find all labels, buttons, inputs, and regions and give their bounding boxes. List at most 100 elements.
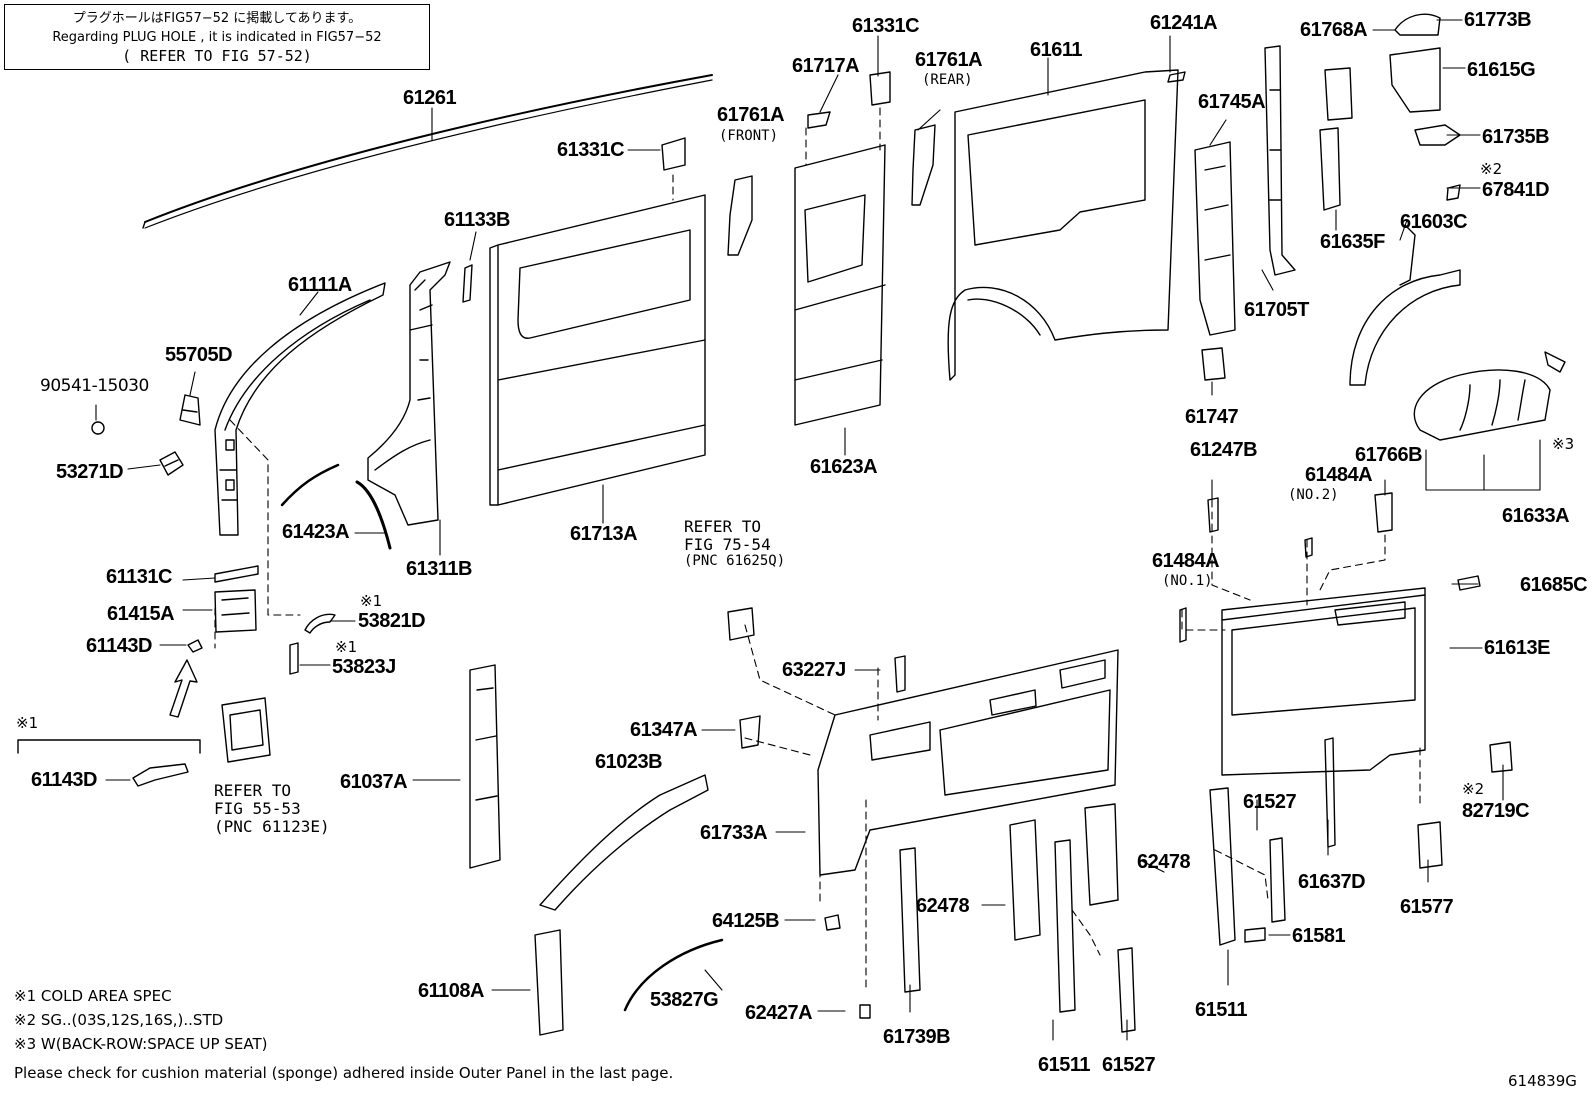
refer-fig-55-53[interactable]: REFER TO FIG 55-53 (PNC 61123E) (214, 782, 330, 836)
part-53823J (289, 642, 299, 675)
part-label-61331C-left[interactable]: 61331C (557, 139, 625, 161)
part-label-61133B[interactable]: 61133B (444, 209, 510, 231)
part-label-61637D[interactable]: 61637D (1298, 871, 1366, 893)
part-label-61143D-a[interactable]: 61143D (86, 635, 152, 657)
notice-line-3[interactable]: ( REFER TO FIG 57-52) (122, 47, 312, 65)
part-61637D (1324, 737, 1336, 848)
part-label-53827G[interactable]: 53827G (650, 989, 719, 1011)
part-label-62427A[interactable]: 62427A (745, 1002, 813, 1024)
part-label-61484A-no2[interactable]: 61484A (1305, 464, 1373, 486)
part-61131C (214, 565, 259, 583)
part-label-61633A[interactable]: 61633A (1502, 505, 1570, 527)
hinge-53271D (159, 451, 184, 476)
part-label-61415A[interactable]: 61415A (107, 603, 175, 625)
part-62478-right (1084, 803, 1119, 906)
dashed-leader-lines (214, 107, 1421, 991)
part-label-61713A[interactable]: 61713A (570, 523, 638, 545)
part-label-61347A[interactable]: 61347A (630, 719, 698, 741)
part-label-61143D-b[interactable]: 61143D (31, 769, 97, 791)
part-label-53271D[interactable]: 53271D (56, 461, 124, 483)
part-label-53823J[interactable]: 53823J (332, 656, 396, 678)
part-label-55705D[interactable]: 55705D (165, 344, 233, 366)
part-label-61023B[interactable]: 61023B (595, 751, 663, 773)
part-label-61511-right[interactable]: 61511 (1195, 999, 1248, 1021)
part-label-53821D[interactable]: 53821D (358, 610, 426, 632)
leader-lines (95, 19, 1541, 1041)
front-note: (FRONT) (719, 128, 779, 144)
part-label-61705T[interactable]: 61705T (1244, 299, 1309, 321)
part-label-62478-right[interactable]: 62478 (1137, 851, 1191, 873)
panel-61311B (367, 261, 451, 526)
refer-fig-75-54[interactable]: REFER TO FIG 75-54 (PNC 61625Q) (684, 518, 785, 569)
part-61241A (1167, 71, 1186, 83)
wheelhouse-61603C (1349, 224, 1461, 386)
part-label-61761A-front[interactable]: 61761A (717, 104, 785, 126)
clip-61143D (187, 639, 203, 653)
clip-61143D-b (132, 763, 189, 787)
part-label-63227J[interactable]: 63227J (782, 659, 846, 681)
part-label-61735B[interactable]: 61735B (1482, 126, 1550, 148)
part-61527-bottom (1117, 947, 1136, 1033)
part-label-61761A-rear[interactable]: 61761A (915, 49, 983, 71)
part-label-61261[interactable]: 61261 (403, 87, 457, 109)
part-label-61581[interactable]: 61581 (1292, 925, 1346, 947)
part-62478-left (1009, 819, 1041, 941)
part-61635F (1319, 127, 1341, 211)
part-53821D (304, 613, 336, 634)
part-label-61733A[interactable]: 61733A (700, 822, 768, 844)
part-label-61577[interactable]: 61577 (1400, 896, 1454, 918)
part-label-61613E[interactable]: 61613E (1484, 637, 1550, 659)
part-label-61768A[interactable]: 61768A (1300, 19, 1368, 41)
part-61484A-no2 (1304, 537, 1313, 558)
part-label-61511-bottom[interactable]: 61511 (1038, 1054, 1091, 1076)
part-label-61484A-no1[interactable]: 61484A (1152, 550, 1220, 572)
part-label-61739B[interactable]: 61739B (883, 1026, 951, 1048)
part-label-61423A[interactable]: 61423A (282, 521, 350, 543)
part-label-61247B[interactable]: 61247B (1190, 439, 1258, 461)
part-label-61108A[interactable]: 61108A (418, 980, 484, 1002)
part-label-61611[interactable]: 61611 (1030, 39, 1083, 61)
part-label-61717A[interactable]: 61717A (792, 55, 860, 77)
footnote-mark-3: ※3 (1552, 435, 1575, 453)
part-label-61311B[interactable]: 61311B (406, 558, 472, 580)
part-61484A-no1 (1179, 607, 1187, 643)
part-label-64125B[interactable]: 64125B (712, 910, 780, 932)
part-label-61773B[interactable]: 61773B (1464, 9, 1532, 31)
part-label-61745A[interactable]: 61745A (1198, 91, 1266, 113)
part-label-61037A[interactable]: 61037A (340, 771, 408, 793)
arrow-up (169, 659, 198, 718)
part-label-61635F[interactable]: 61635F (1320, 231, 1385, 253)
footnote-sg-std: ※2 SG..(03S,12S,16S,)..STD (14, 1011, 224, 1029)
part-label-61685C[interactable]: 61685C (1520, 574, 1588, 596)
part-label-61623A[interactable]: 61623A (810, 456, 878, 478)
part-82719C (1489, 741, 1513, 773)
part-61761A-rear (911, 124, 936, 206)
part-label-67841D[interactable]: 67841D (1482, 179, 1550, 201)
plug-hole-notice: プラグホールはFIG57−52 に掲載してあります。 Regarding PLU… (4, 4, 430, 70)
part-label-61241A[interactable]: 61241A (1150, 12, 1218, 34)
footnote-mark-1b: ※1 (335, 638, 358, 656)
figure-number: 614839G (1508, 1072, 1577, 1090)
cushion-note: Please check for cushion material (spong… (14, 1064, 674, 1082)
footnote-mark-1a: ※1 (360, 592, 383, 610)
part-label-61766B[interactable]: 61766B (1355, 444, 1423, 466)
part-label-61527-bottom[interactable]: 61527 (1102, 1054, 1156, 1076)
part-61768A (1324, 67, 1353, 121)
part-label-61615G[interactable]: 61615G (1467, 59, 1536, 81)
part-label-61603C[interactable]: 61603C (1400, 211, 1468, 233)
part-61108A (534, 929, 564, 1036)
bracket-55705D (179, 394, 201, 426)
part-label-90541-15030[interactable]: 90541-15030 (40, 376, 149, 396)
part-label-61527-right[interactable]: 61527 (1243, 791, 1297, 813)
part-label-61747[interactable]: 61747 (1185, 406, 1239, 428)
part-61527-right (1269, 837, 1286, 923)
part-label-61331C-top[interactable]: 61331C (852, 15, 920, 37)
part-61577 (1417, 821, 1443, 869)
part-61511-bottom (1054, 839, 1076, 1013)
part-label-61111A[interactable]: 61111A (288, 274, 352, 296)
part-label-82719C[interactable]: 82719C (1462, 800, 1530, 822)
part-label-62478-left[interactable]: 62478 (916, 895, 970, 917)
part-label-61131C[interactable]: 61131C (106, 566, 172, 588)
refer-line-2: FIG 55-53 (214, 798, 301, 818)
